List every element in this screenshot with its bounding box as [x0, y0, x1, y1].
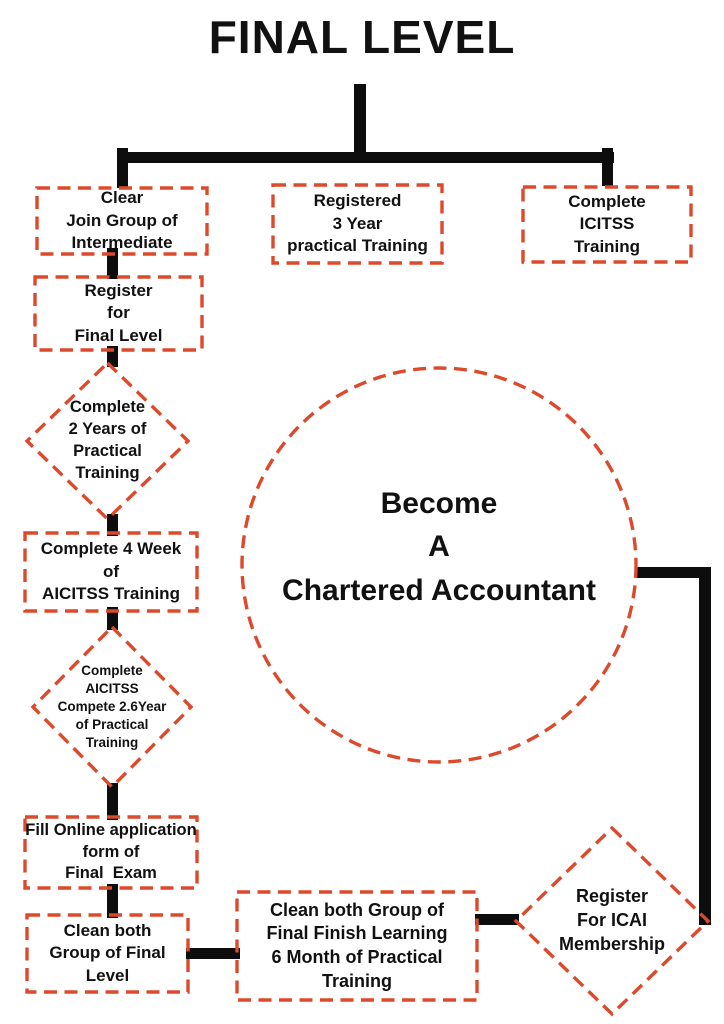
connector-title-stem — [354, 84, 366, 158]
connector-circle-horizontal — [636, 567, 711, 578]
page-title: FINAL LEVEL — [208, 11, 516, 63]
node-register-icai-shape — [513, 825, 711, 1017]
label-line: For ICAI — [577, 910, 647, 931]
label-line: Clean both — [63, 920, 152, 940]
label-line: Register — [84, 280, 153, 300]
node-complete-icitss-label: Complete ICITSS Training — [523, 187, 691, 262]
node-complete-2years-shape — [24, 360, 191, 522]
label-line: 2 Years of — [68, 420, 147, 439]
label-line: form of — [82, 842, 140, 861]
connector-diamond2-to-fillonline — [107, 783, 118, 820]
label-line: Training — [75, 463, 140, 482]
node-clear-intermediate-label: Clear Join Group of Intermediate — [37, 188, 207, 254]
label-line: Membership — [558, 933, 666, 954]
label-line: AICITSS — [85, 681, 139, 697]
connector-top-horizontal — [117, 152, 614, 163]
label-line: 3 Year — [332, 213, 383, 233]
label-line: Complete 4 Week — [40, 539, 182, 559]
label-line: Level — [85, 965, 130, 985]
node-fill-online-label: Fill Online application form of Final Ex… — [25, 817, 197, 888]
node-clean-final-training-shape — [235, 890, 479, 1002]
label-line: AICITSS Training — [42, 584, 180, 604]
label-line: Compete 2.6Year — [57, 699, 167, 715]
node-become-ca-label: Become A Chartered Accountant — [242, 365, 636, 729]
label-line: A — [428, 530, 450, 564]
label-line: Register — [575, 886, 649, 907]
node-become-ca-shape — [240, 366, 638, 764]
node-clean-final-level-shape — [25, 913, 190, 994]
node-register-icai-label: Register For ICAI Membership — [516, 828, 708, 1014]
label-line: Final Level — [74, 325, 163, 345]
connector-right-vertical — [699, 567, 711, 925]
node-clear-intermediate-shape — [35, 186, 209, 256]
label-line: Clear — [100, 188, 144, 208]
label-line: of — [102, 561, 120, 581]
node-register-final-shape — [33, 275, 204, 352]
label-line: Complete — [69, 398, 146, 417]
label-line: Chartered Accountant — [282, 573, 596, 607]
label-line: Join Group of — [66, 210, 178, 230]
node-registered-training-shape — [271, 183, 444, 265]
label-line: Practical — [73, 442, 142, 460]
connector-left-drop — [117, 148, 128, 188]
label-line: 6 Month of Practical — [271, 947, 443, 967]
label-line: Group of Final — [49, 943, 166, 963]
node-complete-aicitss-shape — [30, 624, 194, 790]
connector-register-to-diamond1 — [107, 346, 118, 367]
label-line: Training — [321, 970, 392, 991]
label-line: Final Finish Learning — [266, 923, 448, 944]
node-complete-4week-label: Complete 4 Week of AICITSS Training — [25, 533, 197, 611]
label-line: Complete — [568, 191, 646, 211]
label-line: Complete — [81, 663, 143, 679]
label-line: Intermediate — [71, 233, 173, 253]
label-line: Fill Online application — [25, 820, 197, 839]
connector-cleanboth-horizontal — [186, 948, 240, 959]
node-complete-icitss-shape — [521, 185, 693, 264]
label-line: Become — [380, 486, 498, 520]
node-complete-2years-label: Complete 2 Years of Practical Training — [27, 363, 188, 519]
node-complete-aicitss-label: Complete AICITSS Compete 2.6Year of Prac… — [33, 627, 191, 787]
connector-fillonline-to-cleanboth — [107, 884, 118, 918]
node-register-final-label: Register for Final Level — [35, 277, 202, 350]
label-line: Registered — [313, 191, 402, 211]
label-line: ICITSS — [579, 214, 635, 234]
connector-clear-to-register — [107, 248, 118, 279]
label-line: practical Training — [287, 236, 428, 256]
label-line: for — [107, 303, 130, 323]
node-clean-final-training-label: Clean both Group of Final Finish Learnin… — [237, 892, 477, 1000]
node-registered-training-label: Registered 3 Year practical Training — [273, 185, 442, 263]
connector-training-to-icai — [475, 914, 519, 925]
node-complete-4week-shape — [23, 531, 199, 613]
node-fill-online-shape — [23, 815, 199, 890]
connector-4week-to-diamond2 — [107, 607, 118, 630]
node-clean-final-level-label: Clean both Group of Final Level — [27, 915, 188, 992]
connector-diamond1-to-4week — [107, 514, 118, 536]
connector-right-drop — [602, 148, 613, 186]
label-line: Training — [85, 734, 139, 750]
label-line: Clean both Group of — [270, 899, 444, 920]
label-line: of Practical — [75, 716, 149, 732]
label-line: Training — [573, 236, 641, 256]
label-line: Final Exam — [65, 864, 157, 883]
